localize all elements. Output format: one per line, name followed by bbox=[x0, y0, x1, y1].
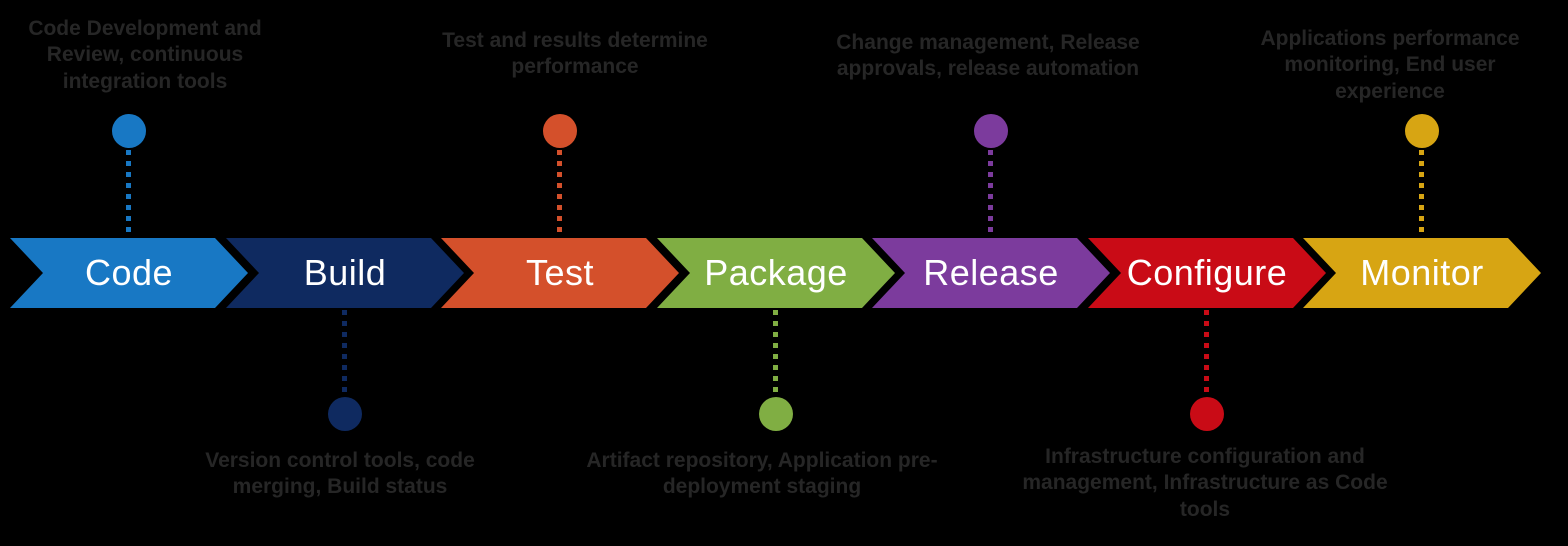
stage-build: Version control tools, code merging, Bui… bbox=[205, 0, 475, 546]
stage-label: Test bbox=[525, 252, 595, 293]
stage-annotation: Change management, Release approvals, re… bbox=[836, 31, 1140, 81]
dotted-connector bbox=[1419, 150, 1424, 236]
stage-annotation: Code Development and Review, continuous … bbox=[28, 17, 262, 93]
stage-dot bbox=[974, 114, 1008, 148]
chevron-arrow: Release bbox=[872, 238, 1110, 308]
chevron-arrow: Monitor bbox=[1303, 238, 1541, 308]
stage-label: Package bbox=[704, 252, 848, 293]
stage-test: Test and results determine performance T… bbox=[441, 0, 708, 546]
stage-label: Monitor bbox=[1360, 252, 1484, 293]
dotted-connector bbox=[126, 150, 131, 236]
stage-dot bbox=[543, 114, 577, 148]
dotted-connector bbox=[773, 310, 778, 396]
chevron-arrow: Configure bbox=[1088, 238, 1326, 308]
stage-monitor: Applications performance monitoring, End… bbox=[1260, 0, 1541, 546]
stage-annotation: Version control tools, code merging, Bui… bbox=[205, 449, 475, 499]
chevron-arrow: Build bbox=[226, 238, 464, 308]
dotted-connector bbox=[988, 150, 993, 236]
stage-label: Code bbox=[84, 252, 174, 293]
dotted-connector bbox=[1204, 310, 1209, 396]
dotted-connector bbox=[557, 150, 562, 236]
chevron-arrow: Package bbox=[657, 238, 895, 308]
stage-dot bbox=[1190, 397, 1224, 431]
dotted-connector bbox=[342, 310, 347, 396]
stage-code: Code Development and Review, continuous … bbox=[10, 0, 262, 546]
stage-package: Artifact repository, Application pre-dep… bbox=[586, 0, 938, 546]
stage-dot bbox=[1405, 114, 1439, 148]
stage-dot bbox=[328, 397, 362, 431]
stage-label: Release bbox=[923, 252, 1059, 293]
stage-annotation: Applications performance monitoring, End… bbox=[1260, 27, 1520, 103]
stage-configure: Infrastructure configuration and managem… bbox=[1022, 0, 1388, 546]
stage-label: Configure bbox=[1126, 252, 1288, 293]
stage-annotation: Test and results determine performance bbox=[442, 29, 708, 79]
chevron-arrow: Code bbox=[10, 238, 248, 308]
stage-release: Change management, Release approvals, re… bbox=[836, 0, 1140, 546]
stage-label: Build bbox=[303, 252, 387, 293]
stage-annotation: Artifact repository, Application pre-dep… bbox=[586, 449, 938, 499]
stage-dot bbox=[759, 397, 793, 431]
stage-annotation: Infrastructure configuration and managem… bbox=[1022, 445, 1388, 521]
stage-dot bbox=[112, 114, 146, 148]
chevron-arrow: Test bbox=[441, 238, 679, 308]
